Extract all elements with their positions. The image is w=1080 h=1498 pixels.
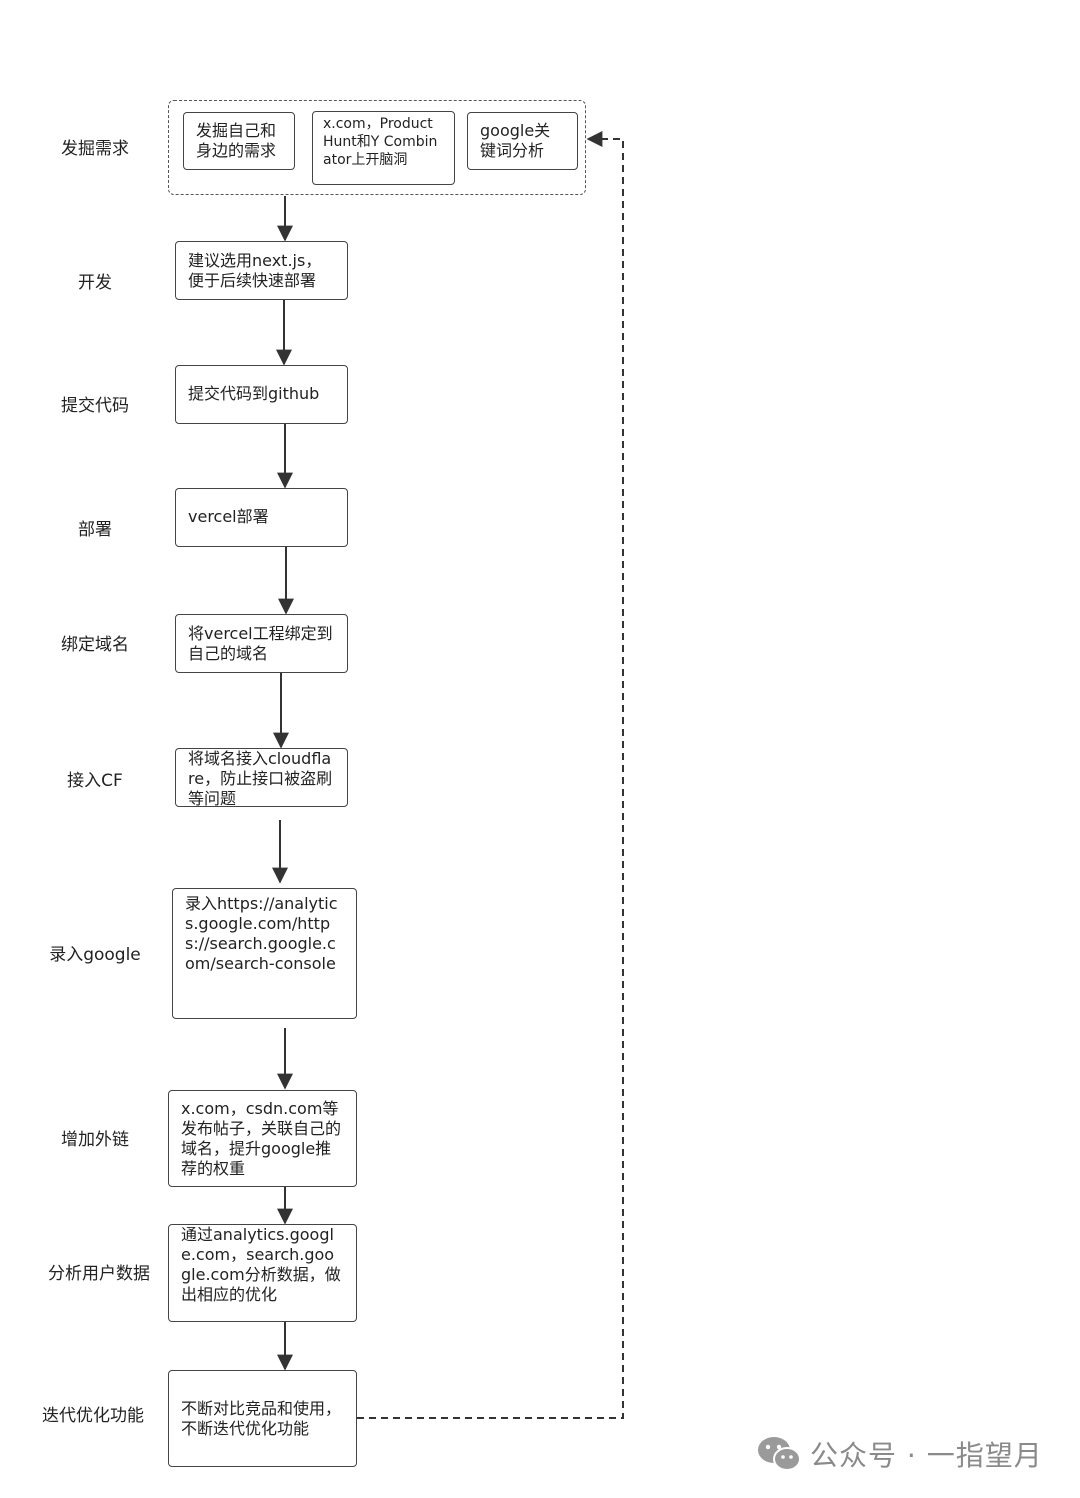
demand-source-communities: x.com，Product Hunt和Y Combinator上开脑洞 (312, 111, 455, 185)
step-iterate-features: 不断对比竞品和使用，不断迭代优化功能 (168, 1370, 357, 1467)
wechat-icon (758, 1437, 801, 1471)
feedback-loop-arrow (357, 131, 624, 1419)
step-deploy: vercel部署 (175, 488, 348, 547)
stage-label-analyze-user-data: 分析用户数据 (48, 1264, 150, 1284)
demand-source-google-keywords: google关键词分析 (467, 112, 578, 170)
stage-label-connect-cf: 接入CF (67, 771, 123, 791)
step-develop: 建议选用next.js，便于后续快速部署 (175, 241, 348, 300)
stage-label-bind-domain: 绑定域名 (61, 635, 129, 655)
stage-label-add-backlinks: 增加外链 (61, 1130, 129, 1150)
watermark: 公众号 · 一指望月 (756, 1432, 1043, 1476)
stage-label-deploy: 部署 (78, 520, 112, 540)
stage-label-develop: 开发 (78, 273, 112, 293)
step-commit-code: 提交代码到github (175, 365, 348, 424)
step-add-backlinks: x.com，csdn.com等发布帖子，关联自己的域名，提升google推荐的权… (168, 1090, 357, 1187)
stage-label-register-google: 录入google (49, 945, 141, 965)
watermark-text: 公众号 · 一指望月 (810, 1439, 1043, 1472)
stage-label-iterate-features: 迭代优化功能 (42, 1406, 144, 1426)
stage-label-commit-code: 提交代码 (61, 396, 129, 416)
demand-sources-group (168, 100, 586, 195)
stage-label-discover-demand: 发掘需求 (61, 139, 129, 159)
step-connect-cf: 将域名接入cloudflare，防止接口被盗刷等问题 (175, 748, 348, 807)
step-bind-domain: 将vercel工程绑定到自己的域名 (175, 614, 348, 673)
step-register-google: 录入https://analytics.google.com/https://s… (172, 888, 357, 1019)
step-analyze-user-data: 通过analytics.google.com，search.google.com… (168, 1224, 357, 1322)
demand-source-self: 发掘自己和身边的需求 (183, 112, 295, 170)
